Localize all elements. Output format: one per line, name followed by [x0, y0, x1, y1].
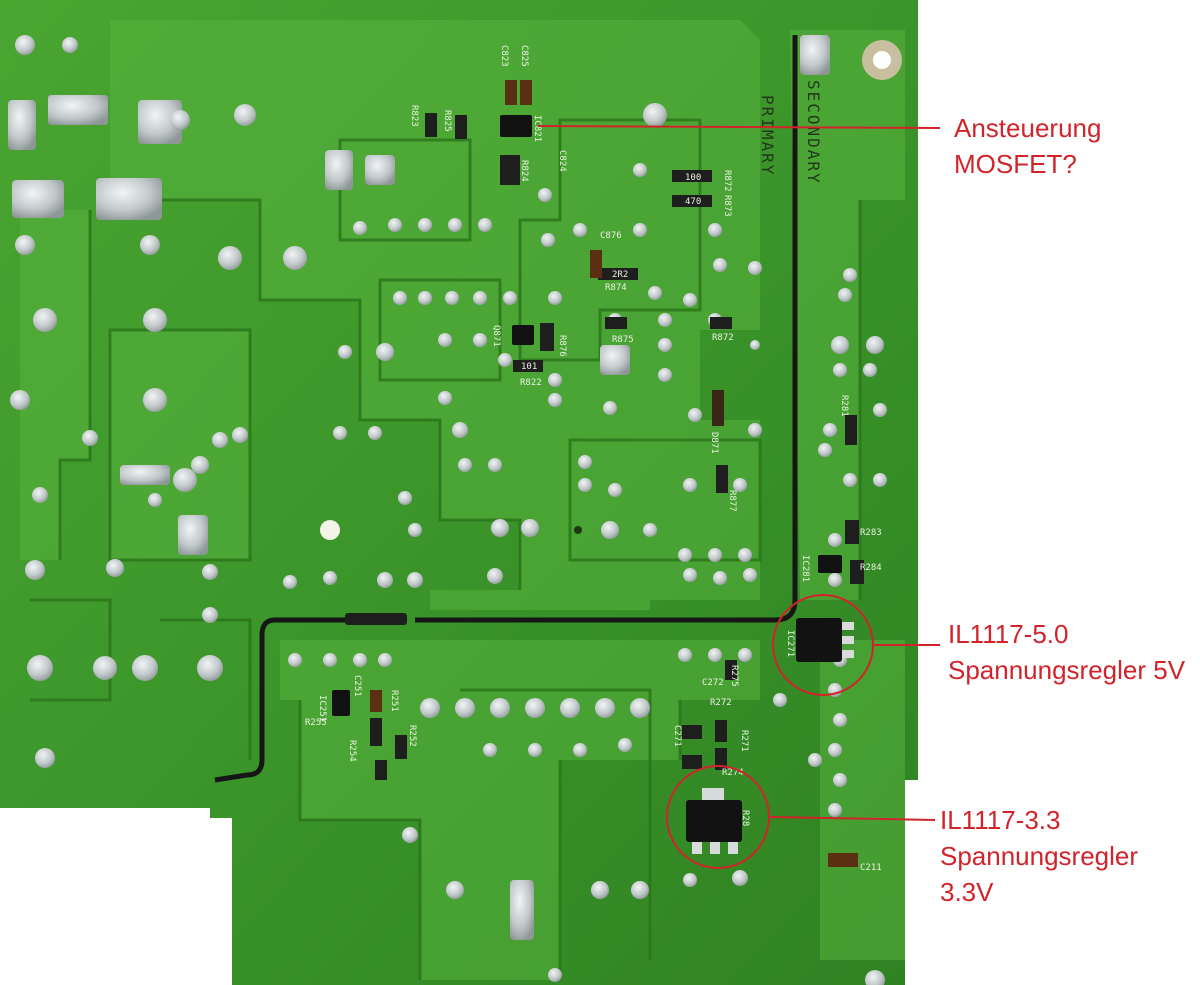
svg-text:R872: R872	[722, 170, 732, 192]
svg-text:C876: C876	[600, 231, 622, 241]
svg-text:R274: R274	[722, 768, 744, 778]
svg-text:C823: C823	[499, 45, 509, 67]
svg-text:2R2: 2R2	[612, 270, 628, 280]
svg-text:R873: R873	[722, 195, 732, 217]
svg-text:C272: C272	[702, 678, 724, 688]
svg-text:R874: R874	[605, 283, 627, 293]
svg-text:R284: R284	[860, 563, 882, 573]
slot	[345, 613, 407, 625]
svg-text:R275: R275	[729, 665, 739, 687]
svg-text:IC271: IC271	[785, 630, 795, 657]
annotation-mosfet-line-1: Ansteuerung	[954, 113, 1102, 143]
annotation-mosfet-line-2: MOSFET?	[954, 149, 1077, 179]
annotation-regulator-3v3-line-3: 3.3V	[940, 877, 994, 907]
svg-text:D871: D871	[709, 432, 719, 454]
annotation-regulator-3v3: IL1117-3.3 Spannungsregler 3.3V	[940, 802, 1138, 910]
svg-text:R271: R271	[739, 730, 749, 752]
svg-text:IC251: IC251	[317, 695, 327, 722]
svg-text:R823: R823	[409, 105, 419, 127]
svg-text:IC821: IC821	[532, 115, 542, 142]
svg-text:470: 470	[685, 197, 701, 207]
svg-text:R281: R281	[839, 395, 849, 417]
svg-text:R877: R877	[727, 490, 737, 512]
svg-text:R252: R252	[407, 725, 417, 747]
solder-pads	[10, 35, 887, 985]
annotation-regulator-5v-line-1: IL1117-5.0	[948, 619, 1069, 649]
svg-text:R283: R283	[860, 528, 882, 538]
svg-text:R272: R272	[710, 698, 732, 708]
svg-text:R876: R876	[557, 335, 567, 357]
isolation-barrier	[214, 35, 798, 783]
ic-il1117-3v3	[686, 788, 742, 854]
svg-text:R875: R875	[612, 335, 634, 345]
primary-label: PRIMARY	[758, 95, 777, 176]
mosfet-pointer-line	[537, 125, 941, 129]
svg-text:R251: R251	[389, 690, 399, 712]
svg-text:IC281: IC281	[800, 555, 810, 582]
copper-traces	[20, 20, 905, 980]
svg-text:Q871: Q871	[491, 325, 501, 347]
svg-text:R824: R824	[519, 160, 529, 182]
svg-text:R822: R822	[520, 378, 542, 388]
large-pads	[8, 35, 830, 940]
annotation-regulator-3v3-line-2: Spannungsregler	[940, 841, 1139, 871]
svg-text:C824: C824	[557, 150, 567, 172]
annotation-regulator-5v-line-2: Spannungsregler 5V	[948, 655, 1186, 685]
annotation-regulator-3v3-line-1: IL1117-3.3	[940, 805, 1061, 835]
ic-il1117-5v	[796, 618, 854, 662]
mounting-hole	[320, 40, 902, 540]
svg-text:C211: C211	[860, 863, 882, 873]
svg-text:C251: C251	[352, 675, 362, 697]
svg-text:R28: R28	[740, 810, 750, 826]
svg-text:C825: C825	[519, 45, 529, 67]
secondary-label: SECONDARY	[804, 80, 823, 185]
svg-text:100: 100	[685, 173, 701, 183]
annotation-markers	[537, 125, 941, 869]
smd-components	[370, 80, 864, 867]
svg-text:101: 101	[521, 362, 537, 372]
svg-text:R254: R254	[347, 740, 357, 762]
annotation-regulator-5v: IL1117-5.0 Spannungsregler 5V	[948, 616, 1185, 688]
regulator-3v3-pointer-line	[768, 816, 936, 821]
annotation-mosfet: Ansteuerung MOSFET?	[954, 110, 1101, 182]
svg-text:C271: C271	[672, 725, 682, 747]
svg-text:R825: R825	[442, 110, 452, 132]
silkscreen-labels: C823 C825 R823 R825 IC821 C824 R824 R872…	[305, 45, 882, 873]
svg-text:R872: R872	[712, 333, 734, 343]
small-ics	[332, 115, 842, 716]
svg-text:R255: R255	[305, 718, 327, 728]
